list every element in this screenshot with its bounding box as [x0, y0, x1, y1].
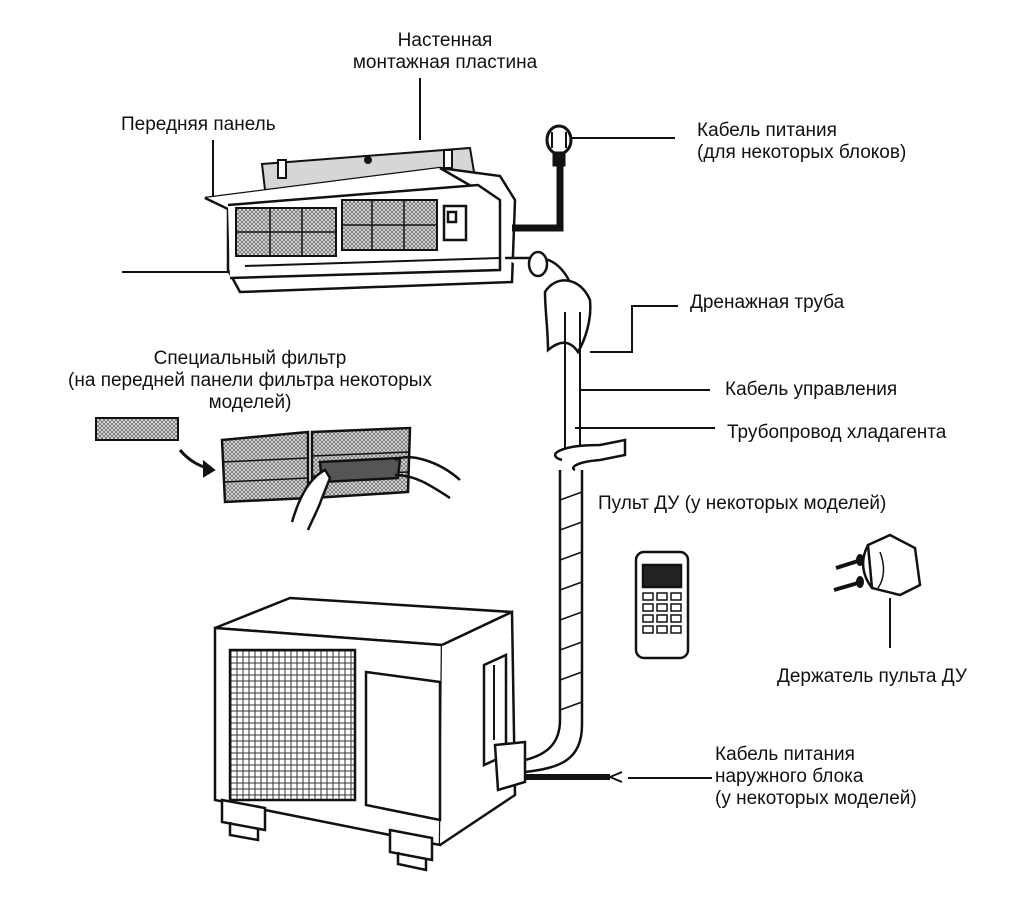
- outdoor-unit-icon: [213, 596, 527, 872]
- leader-drain: [590, 305, 678, 353]
- outdoor-power-cable-label-line-3: (у некоторых моделей): [715, 788, 917, 809]
- special-filter-label-line-3: моделей): [208, 392, 292, 413]
- filter-panel-icon: [220, 426, 461, 531]
- pipe-bundle-icon: [505, 250, 627, 774]
- front-panel-label: Передняя панель: [121, 114, 276, 135]
- wall-plate-label: Настенная монтажная пластина: [330, 30, 560, 74]
- remote-label: Пульт ДУ (у некоторых моделей): [598, 493, 887, 514]
- outdoor-power-cable-icon: [525, 771, 623, 783]
- power-cable-label: Кабель питания (для некоторых блоков): [697, 120, 906, 164]
- indoor-unit-icon: [204, 166, 517, 294]
- plug-icon: [512, 124, 573, 232]
- special-filter-label-line-1: Специальный фильтр: [153, 348, 347, 369]
- drain-pipe-label: Дренажная труба: [690, 292, 845, 313]
- special-filter-label: Специальный фильтр (на передней панели ф…: [20, 348, 480, 414]
- power-cable-label-line-1: Кабель питания: [697, 120, 837, 141]
- remote-holder-label: Держатель пульта ДУ: [777, 666, 967, 687]
- power-cable-label-line-2: (для некоторых блоков): [697, 142, 907, 163]
- screw-icon: [833, 554, 864, 592]
- control-cable-label: Кабель управления: [725, 379, 898, 400]
- wall-plate-label-line-2: монтажная пластина: [352, 52, 538, 73]
- wall-plate-label-line-1: Настенная: [397, 30, 493, 51]
- outdoor-power-cable-label: Кабель питания наружного блока (у некото…: [715, 744, 917, 810]
- remote-control-icon: [634, 550, 690, 660]
- outdoor-power-cable-label-line-1: Кабель питания: [715, 744, 855, 765]
- outdoor-power-cable-label-line-2: наружного блока: [715, 766, 864, 787]
- special-filter-label-line-2: (на передней панели фильтра некоторых: [68, 370, 432, 391]
- filter-icon: [95, 417, 216, 478]
- refrigerant-pipe-label: Трубопровод хладагента: [727, 422, 947, 443]
- remote-holder-icon: [861, 533, 922, 597]
